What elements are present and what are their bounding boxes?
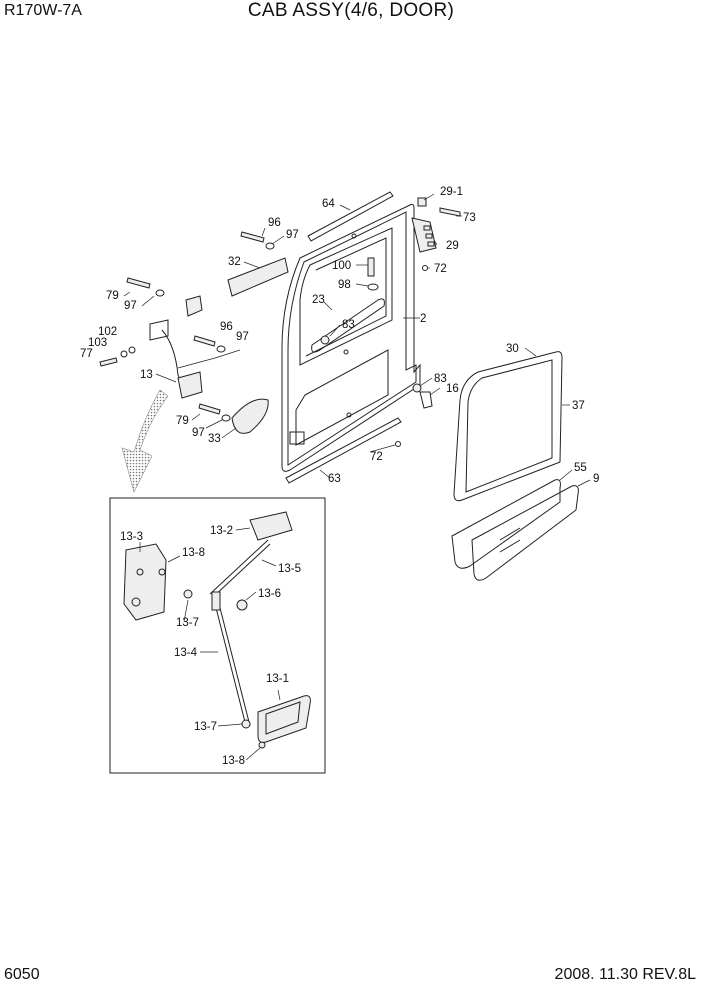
callout-13-4: 13-4: [174, 647, 198, 659]
callout-79-low: 79: [176, 415, 189, 427]
callout-102: 102: [98, 326, 117, 338]
bolt-77: [99, 357, 118, 367]
callout-100: 100: [332, 260, 351, 272]
callout-13-1: 13-1: [266, 673, 289, 685]
grab-handle: [311, 298, 385, 353]
callout-13-2: 13-2: [210, 525, 233, 537]
callout-13-7-low: 13-7: [194, 721, 217, 733]
callout-32: 32: [228, 256, 241, 268]
washer-102: [128, 346, 136, 354]
callout-77: 77: [80, 348, 93, 360]
top-seal-strip: [307, 191, 394, 242]
callout-64: 64: [322, 198, 335, 210]
callout-13-7-top: 13-7: [176, 617, 199, 629]
callout-98: 98: [338, 279, 351, 291]
callout-72-low: 72: [370, 451, 383, 463]
callout-13-5: 13-5: [278, 563, 301, 575]
leader-lines: [123, 193, 591, 761]
callout-73: 73: [463, 212, 476, 224]
detail-arrow: [121, 389, 169, 493]
glass-9: [471, 485, 579, 581]
callout-96: 96: [268, 217, 281, 229]
callout-13-8-top: 13-8: [182, 547, 205, 559]
callout-96-mid: 96: [220, 321, 233, 333]
callout-37: 37: [572, 400, 585, 412]
inside-handle-13: [177, 371, 203, 399]
bolt-96-top: [240, 231, 265, 243]
callout-13-8-low: 13-8: [222, 755, 245, 767]
callout-30: 30: [506, 343, 519, 355]
callout-72-top: 72: [434, 263, 447, 275]
latch-assembly: [123, 511, 311, 749]
washer-97-top: [265, 242, 275, 250]
callout-labels: 29-1 64 73 96 97 29 32 100 72 79 97 98 2…: [80, 186, 599, 767]
bracket-small: [185, 295, 203, 317]
callout-29-1: 29-1: [440, 186, 463, 198]
washer-97-left: [155, 289, 165, 297]
callout-83-top: 83: [342, 319, 355, 331]
cable-13: [161, 329, 187, 393]
page-title: CAB ASSY(4/6, DOOR): [247, 0, 455, 21]
callout-13: 13: [140, 369, 153, 381]
washer-97-low: [221, 414, 231, 422]
callout-16: 16: [446, 383, 459, 395]
lock-switch: [149, 319, 169, 341]
callout-103: 103: [88, 337, 107, 349]
washer-98: [367, 283, 379, 291]
bolt-79-low: [198, 403, 221, 415]
callout-55: 55: [574, 462, 587, 474]
callout-2: 2: [420, 313, 426, 325]
callout-23: 23: [312, 294, 325, 306]
page-number: 6050: [4, 966, 40, 983]
bolt-73: [439, 207, 461, 217]
callout-97: 97: [286, 229, 299, 241]
callout-13-3: 13-3: [120, 531, 143, 543]
callout-79-top: 79: [106, 290, 119, 302]
bolt-96-mid: [193, 335, 216, 347]
model-code: R170W-7A: [4, 2, 82, 19]
callout-33: 33: [208, 433, 221, 445]
bottom-seal-strip: [285, 417, 402, 484]
callout-83-low: 83: [434, 373, 447, 385]
callout-13-6: 13-6: [258, 588, 281, 600]
washer-103: [120, 350, 128, 358]
cover-33: [231, 398, 269, 434]
callout-63: 63: [328, 473, 341, 485]
window-seal-30: [453, 351, 563, 502]
glass-seal-55: [451, 479, 561, 569]
grommet-72-top: [422, 265, 428, 271]
door-panel: [281, 203, 421, 472]
grommet-72-low: [395, 441, 401, 447]
nut-83: [320, 335, 330, 345]
callout-97-low: 97: [192, 427, 205, 439]
callout-9: 9: [593, 473, 599, 485]
callout-97-mid: 97: [236, 331, 249, 343]
detail-box: [109, 497, 326, 774]
callout-29: 29: [446, 240, 459, 252]
hinge: [411, 217, 437, 253]
bolt-100: [367, 257, 375, 277]
callout-97-left: 97: [124, 300, 137, 312]
striker-16: [419, 391, 433, 409]
washer-97-mid: [216, 345, 226, 353]
bracket-32: [227, 257, 289, 297]
revision-date: 2008. 11.30 REV.8L: [554, 966, 696, 983]
nut-83b: [412, 383, 422, 393]
bolt-79-top: [126, 277, 151, 289]
